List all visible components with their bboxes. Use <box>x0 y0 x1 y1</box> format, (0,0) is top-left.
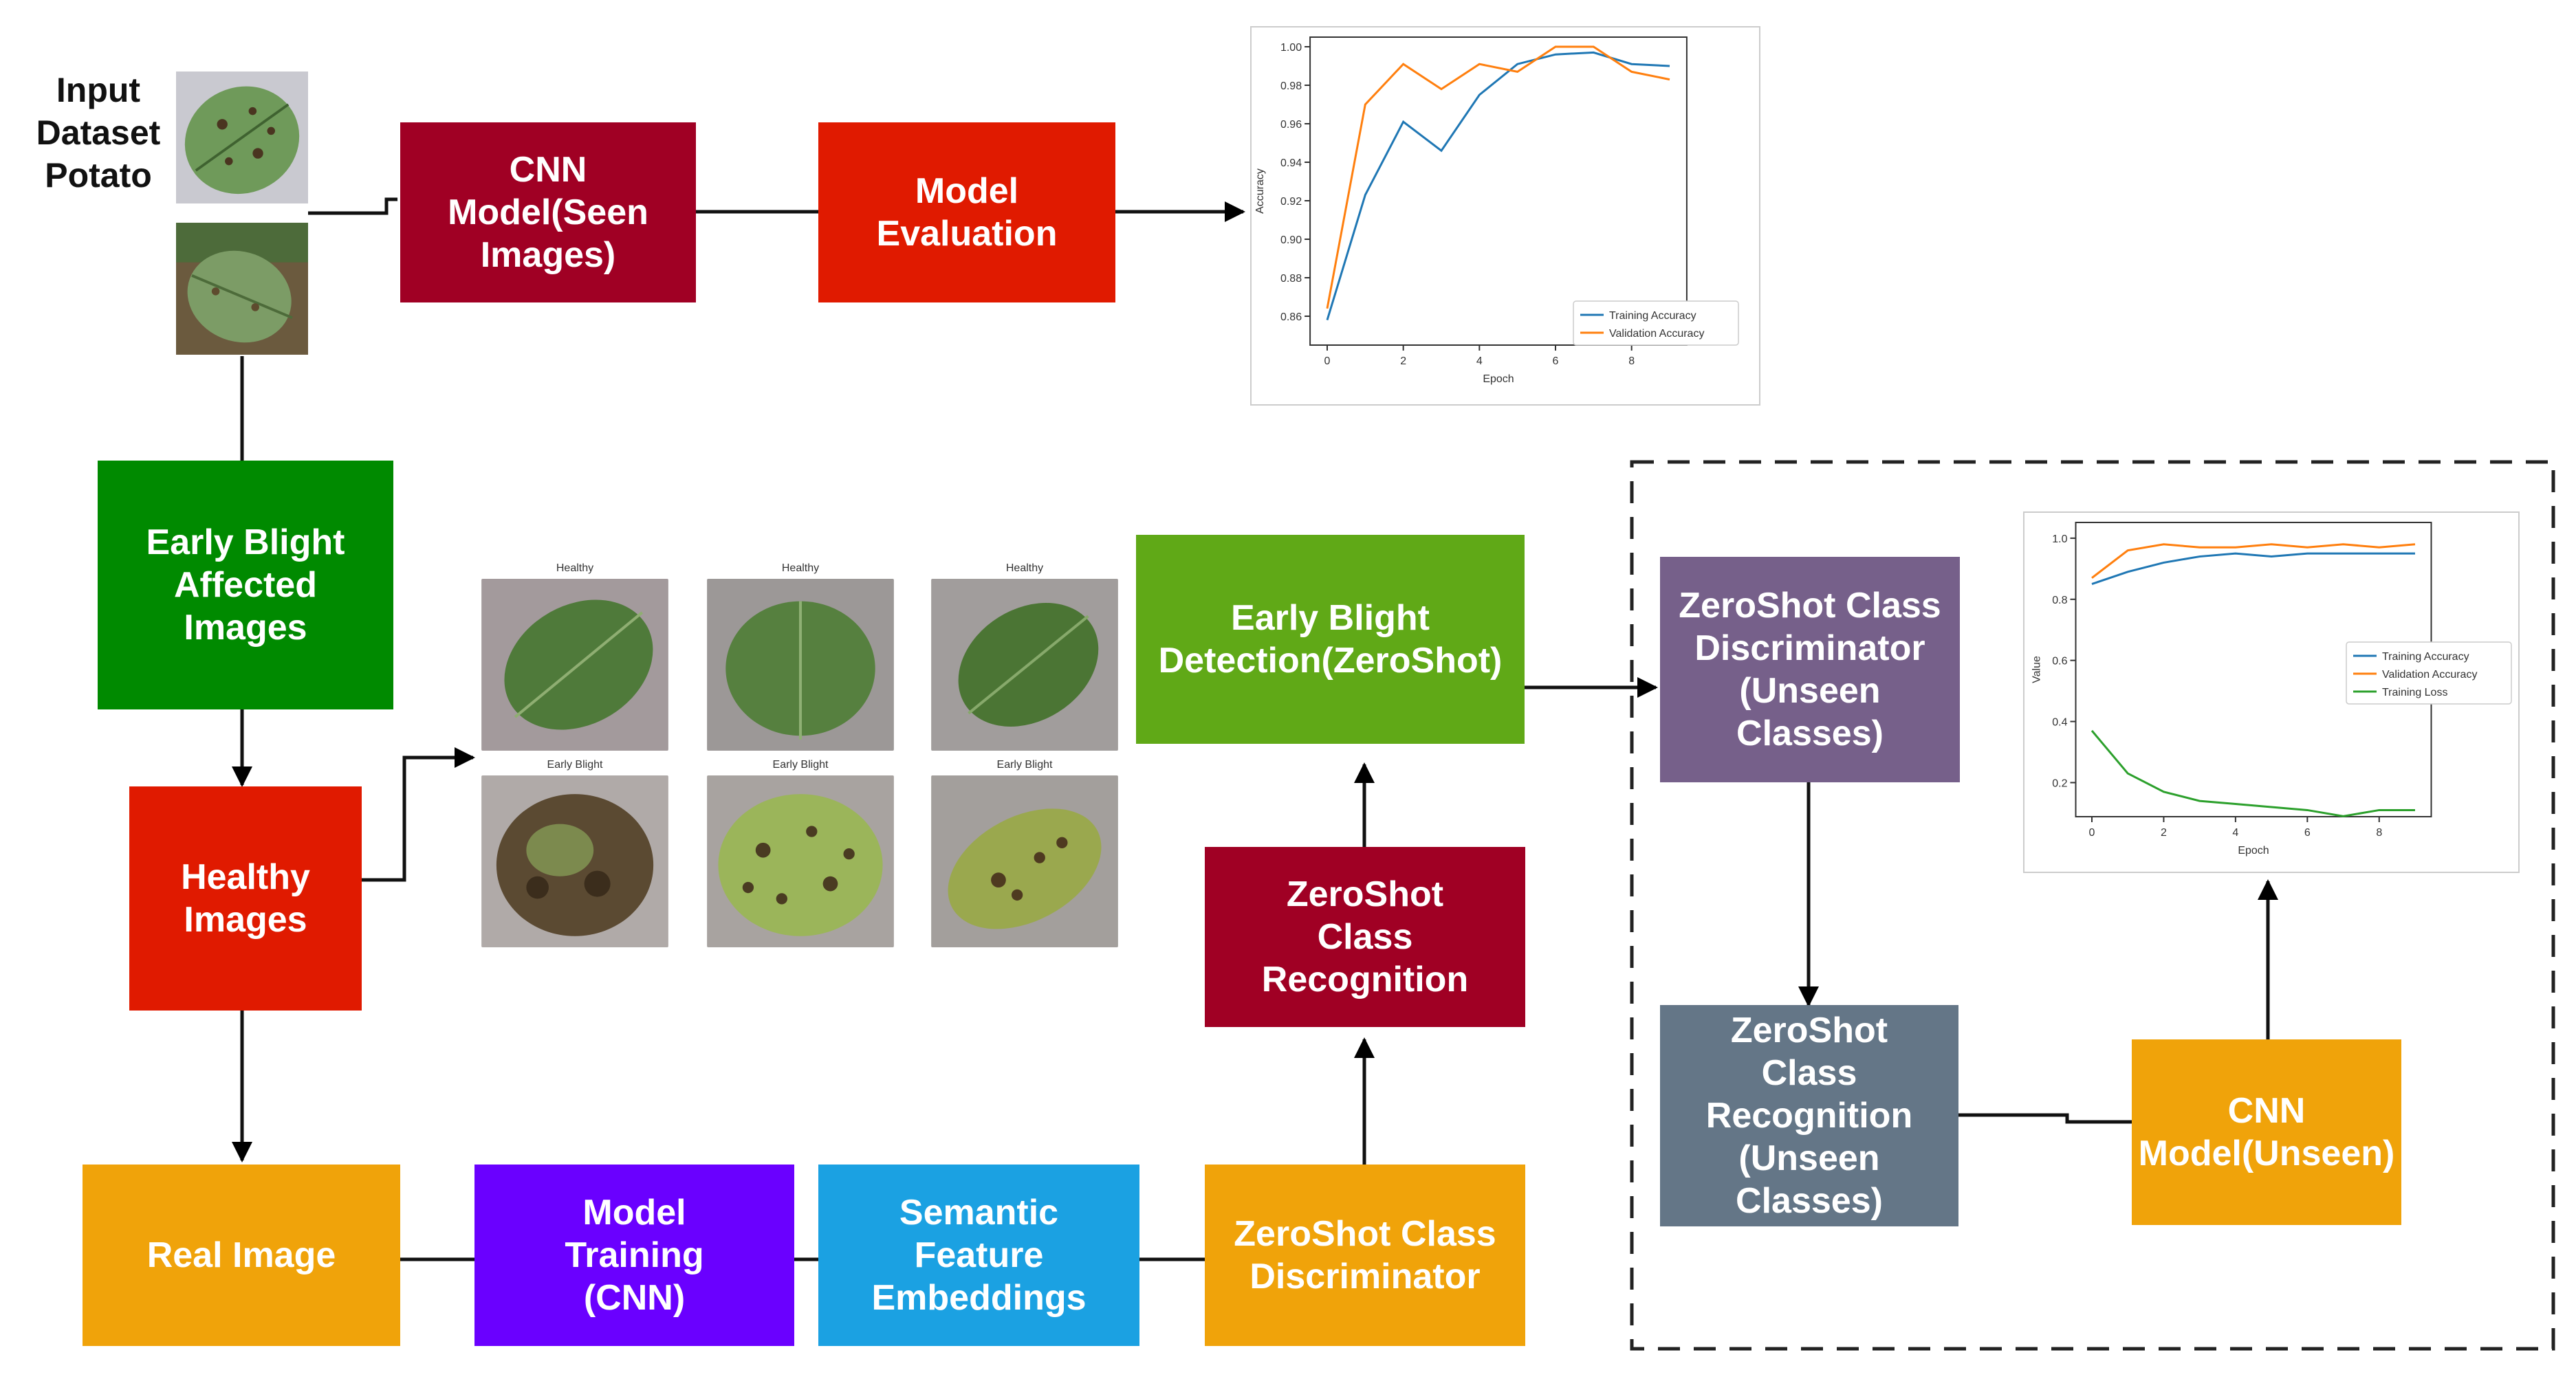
connector-recog-unseen-to-cnn-unseen <box>1958 1113 2132 1124</box>
y-tick-label: 0.96 <box>1280 119 1302 131</box>
cnn-unseen-box: CNN Model(Unseen) <box>2132 1039 2401 1225</box>
early-blight-leaf-photo-2 <box>707 775 894 947</box>
legend-label-2: Training Loss <box>2382 687 2447 698</box>
unseen-region-dashed-frame <box>1630 460 2555 1351</box>
x-tick-label: 6 <box>2304 827 2311 839</box>
zeroshot-discriminator-unseen-box: ZeroShot Class Discriminator (Unseen Cla… <box>1660 557 1960 782</box>
x-tick-label: 0 <box>1324 355 1331 367</box>
x-axis-label: Epoch <box>1483 373 1514 385</box>
y-tick-label: 1.0 <box>2052 533 2067 545</box>
y-tick-label: 0.98 <box>1280 80 1302 92</box>
x-tick-label: 0 <box>2089 827 2095 839</box>
connector-healthy-to-grid <box>349 747 475 882</box>
y-tick-label: 0.88 <box>1280 273 1302 285</box>
y-tick-label: 0.8 <box>2052 595 2067 606</box>
y-tick-label: 0.92 <box>1280 196 1302 208</box>
x-tick-label: 2 <box>2161 827 2167 839</box>
x-tick-label: 4 <box>1476 355 1483 367</box>
caption-early-blight-2: Early Blight <box>772 759 829 771</box>
x-axis-label: Epoch <box>2238 845 2269 857</box>
y-tick-label: 0.4 <box>2052 717 2067 729</box>
series-line-1 <box>2091 543 2416 579</box>
caption-healthy-1: Healthy <box>556 562 594 574</box>
x-tick-label: 8 <box>1628 355 1635 367</box>
y-tick-label: 1.00 <box>1280 42 1302 54</box>
y-tick-label: 0.6 <box>2052 656 2067 668</box>
input-dataset-label: Input Dataset Potato <box>36 71 161 195</box>
legend-label-0: Training Accuracy <box>2382 651 2469 663</box>
x-tick-label: 2 <box>1400 355 1406 367</box>
healthy-leaf-photo-3 <box>931 579 1118 751</box>
plot-area-frame <box>1309 36 1688 346</box>
caption-healthy-2: Healthy <box>781 562 820 574</box>
zeroshot-discriminator-box: ZeroShot Class Discriminator <box>1205 1165 1525 1346</box>
semantic-embeddings-box: Semantic Feature Embeddings <box>818 1165 1139 1346</box>
healthy-leaf-photo-1 <box>481 579 668 751</box>
real-image-box: Real Image <box>83 1165 400 1346</box>
x-tick-label: 6 <box>1553 355 1559 367</box>
legend-label-1: Validation Accuracy <box>2382 669 2477 681</box>
x-tick-label: 4 <box>2232 827 2238 839</box>
series-line-2 <box>2091 729 2415 817</box>
early-blight-affected-box: Early Blight Affected Images <box>98 461 393 709</box>
healthy-images-box: Healthy Images <box>129 786 362 1011</box>
y-tick-label: 0.94 <box>1280 157 1302 169</box>
y-tick-label: 0.90 <box>1280 234 1302 246</box>
model-evaluation-box: Model Evaluation <box>818 122 1115 302</box>
zeroshot-recognition-box: ZeroShot Class Recognition <box>1205 847 1525 1027</box>
cnn-seen-box: CNN Model(Seen Images) <box>400 122 696 302</box>
caption-early-blight-1: Early Blight <box>547 759 603 771</box>
y-tick-label: 0.86 <box>1280 311 1302 323</box>
early-blight-leaf-photo-1 <box>481 775 668 947</box>
x-tick-label: 8 <box>2376 827 2382 839</box>
legend-label-1: Validation Accuracy <box>1609 328 1704 340</box>
legend-label-0: Training Accuracy <box>1609 310 1696 322</box>
legend-box <box>1573 300 1739 346</box>
series-line-0 <box>2091 552 2415 585</box>
early-blight-leaf-photo-3 <box>931 775 1118 947</box>
series-line-1 <box>1326 45 1670 309</box>
y-axis-label: Accuracy <box>1254 168 1266 214</box>
y-axis-label: Value <box>2031 656 2043 683</box>
input-leaf-photo-1 <box>176 71 308 203</box>
early-blight-detection-box: Early Blight Detection(ZeroShot) <box>1136 535 1525 744</box>
caption-early-blight-3: Early Blight <box>996 759 1053 771</box>
legend-box <box>2346 641 2512 705</box>
healthy-leaf-photo-2 <box>707 579 894 751</box>
connector-input-to-cnn <box>308 197 397 215</box>
zeroshot-recognition-unseen-box: ZeroShot Class Recognition (Unseen Class… <box>1660 1005 1958 1226</box>
y-tick-label: 0.2 <box>2052 777 2067 789</box>
caption-healthy-3: Healthy <box>1005 562 1044 574</box>
model-training-box: Model Training (CNN) <box>474 1165 794 1346</box>
seen-accuracy-chart-svg: 0.86 0.88 0.90 0.92 0.94 0.96 0.98 1.00 0 2 4 6 8Epo… <box>1250 26 1760 406</box>
input-leaf-photo-2 <box>176 223 308 355</box>
